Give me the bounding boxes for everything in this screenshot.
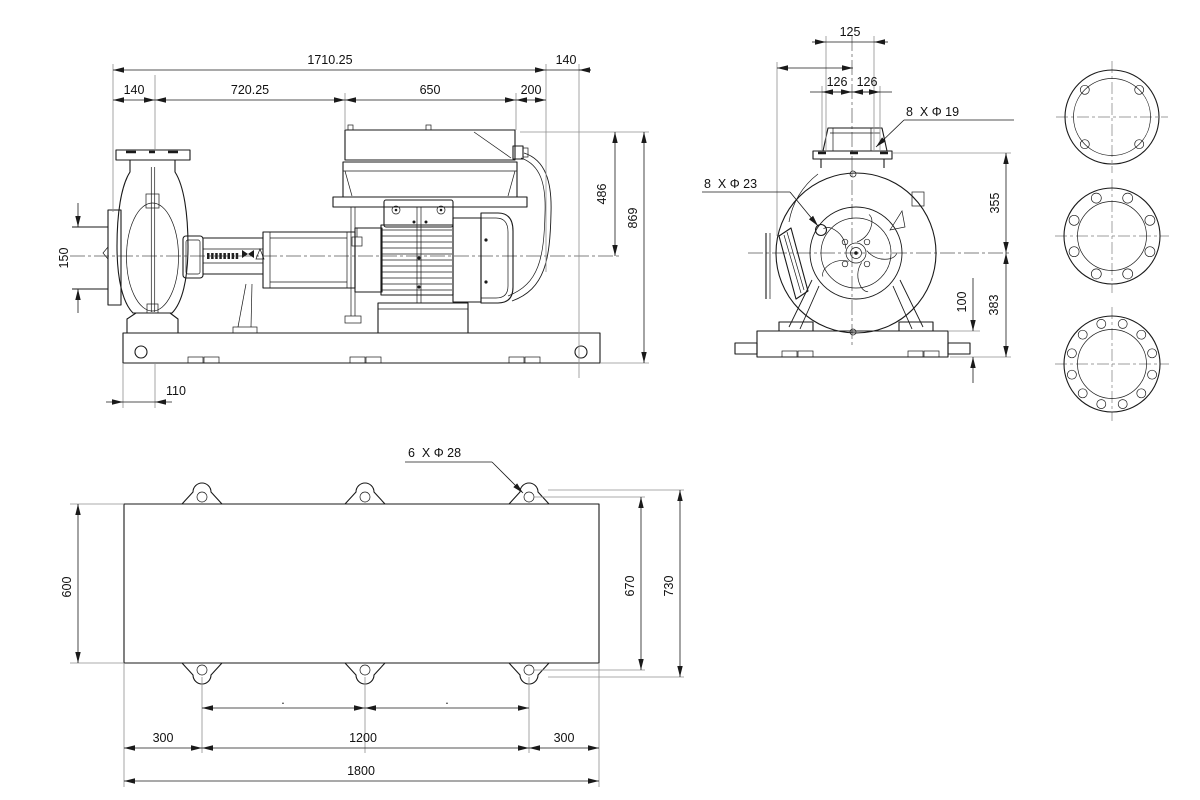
bolt-hole	[1096, 399, 1107, 409]
bolt-hole	[1134, 84, 1145, 95]
dim-center-to-flange-top: 355	[988, 193, 1002, 214]
dim-overall-height: 869	[626, 208, 640, 229]
rotation-arrow	[889, 210, 906, 231]
bolt-hole	[1122, 192, 1134, 204]
label-suction-bolt-holes: 8 X Φ 23	[704, 177, 757, 191]
power-cable	[511, 152, 552, 302]
bolt-hole	[1144, 214, 1156, 226]
flange-12-hole	[1055, 307, 1169, 421]
motor-pedestal	[377, 302, 469, 334]
baseplate-plan	[123, 503, 600, 664]
plan-dimensions	[75, 461, 683, 784]
suction-flange-end	[778, 227, 809, 300]
bolt-hole	[1136, 388, 1147, 399]
plan-view: 600 670 730 6 X Φ 28 . . 300 1200 300 18…	[60, 446, 684, 787]
suction-bolt-hole	[814, 223, 828, 237]
dim-motor-section: 650	[420, 83, 441, 97]
dim-hole-spacing: 1200	[349, 731, 377, 745]
end-view: 125 126 126 355 383 100 8 X Φ 19 8 X Φ 2…	[702, 25, 1014, 383]
flange-4-hole	[1056, 61, 1168, 173]
bolt-hole	[1096, 319, 1107, 329]
bolt-hole	[1068, 214, 1080, 226]
bolt-hole	[1147, 369, 1157, 380]
motor-side	[351, 199, 514, 334]
bolt-hole	[1067, 369, 1077, 380]
side-dimensions	[75, 67, 647, 405]
bolt-hole	[1117, 319, 1128, 329]
dim-hole-span: 670	[623, 576, 637, 597]
bolt-hole	[1090, 192, 1102, 204]
dim-rear-section: 200	[521, 83, 542, 97]
dim-pump-section: 720.25	[231, 83, 269, 97]
label-anchor-holes: 6 X Φ 28	[408, 446, 461, 460]
bolt-hole	[1136, 329, 1147, 340]
flange-8-hole	[1055, 179, 1169, 293]
suction-flange-side	[107, 209, 122, 306]
dim-bolt-right: 126	[857, 75, 878, 89]
dim-top-width: 125	[840, 25, 861, 39]
dim-lug-span: 730	[662, 576, 676, 597]
side-dimension-texts: 1710.25 140 140 720.25 650 200 486 869 1…	[57, 53, 640, 398]
motor-top-bracket	[383, 199, 454, 228]
dim-base-to-center: 110	[166, 384, 186, 398]
bolt-hole	[1147, 348, 1157, 359]
flange-views	[1055, 61, 1169, 421]
baseplate-end	[734, 330, 971, 358]
bolt-hole	[1077, 329, 1088, 340]
dim-suction-port: 150	[57, 248, 71, 269]
dim-edge-to-hole-right: 300	[554, 731, 575, 745]
dim-overall-length: 1710.25	[307, 53, 352, 67]
bolt-hole	[1068, 246, 1080, 258]
bearing-and-coupling	[182, 231, 356, 334]
end-extension-lines	[776, 36, 1011, 358]
bolt-hole	[1144, 246, 1156, 258]
dim-bolt-left: 126	[827, 75, 848, 89]
plan-dimension-texts: 600 670 730 6 X Φ 28 . . 300 1200 300 18…	[60, 446, 676, 778]
bolt-hole	[1090, 268, 1102, 280]
dim-overhang-right: 140	[556, 53, 577, 67]
control-box	[332, 124, 552, 324]
dim-spacing-dot-2: .	[445, 693, 448, 707]
dim-center-to-base: 383	[987, 295, 1001, 316]
bolt-hole	[1079, 84, 1090, 95]
bolt-hole	[1134, 139, 1145, 150]
impeller	[809, 206, 903, 300]
baseplate-side	[122, 332, 601, 364]
pump-feet-end	[778, 279, 934, 332]
anchor-lugs	[181, 482, 550, 685]
dim-base-width: 600	[60, 577, 74, 598]
end-dimension-texts: 125 126 126 355 383 100 8 X Φ 19 8 X Φ 2…	[704, 25, 1002, 315]
motor-end-cap	[480, 212, 514, 304]
bolt-hole	[1079, 139, 1090, 150]
bolt-hole	[1067, 348, 1077, 359]
side-view: 1710.25 140 140 720.25 650 200 486 869 1…	[57, 53, 649, 408]
dim-spacing-dot-1: .	[281, 693, 284, 707]
bolt-hole	[1117, 399, 1128, 409]
coupling-housing	[262, 231, 356, 289]
bolt-hole	[1122, 268, 1134, 280]
end-dimensions	[702, 39, 1014, 383]
dim-centerline-to-top: 486	[595, 184, 609, 205]
dim-overall-plan-length: 1800	[347, 764, 375, 778]
dim-suction-to-flange: 140	[124, 83, 145, 97]
pump-casing-side	[72, 149, 191, 333]
volute-end	[765, 170, 937, 336]
bolt-hole	[1077, 388, 1088, 399]
label-discharge-bolt-holes: 8 X Φ 19	[906, 105, 959, 119]
plan-extension-lines	[70, 489, 684, 787]
dim-edge-to-hole-left: 300	[153, 731, 174, 745]
dim-base-height: 100	[955, 292, 969, 313]
